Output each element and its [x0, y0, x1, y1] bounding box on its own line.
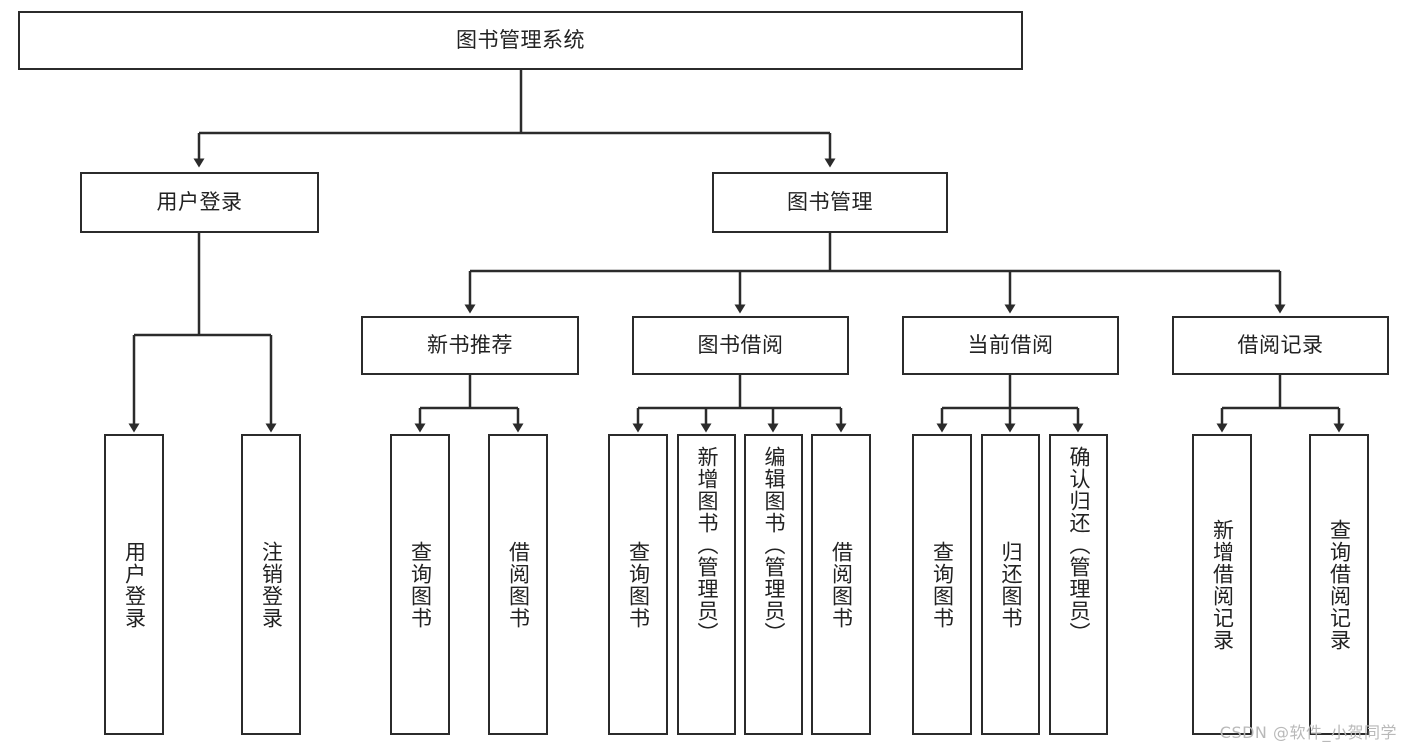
leaf-add-book-admin[interactable]: 新增图书（管理员）	[677, 434, 736, 735]
node-borrow-records-label: 借阅记录	[1237, 332, 1324, 357]
leaf-return-book[interactable]: 归还图书	[981, 434, 1040, 735]
node-borrow-records[interactable]: 借阅记录	[1172, 316, 1389, 375]
node-book-management-label: 图书管理	[787, 189, 873, 214]
node-user-login-label: 用户登录	[156, 189, 243, 214]
node-current-borrow-label: 当前借阅	[967, 332, 1054, 357]
leaf-borrow-book-label: 借阅图书	[829, 540, 854, 629]
node-current-borrow[interactable]: 当前借阅	[902, 316, 1119, 375]
leaf-logout[interactable]: 注销登录	[241, 434, 301, 735]
leaf-query-borrow-record-label: 查询借阅记录	[1327, 518, 1352, 651]
leaf-borrow-book[interactable]: 借阅图书	[811, 434, 871, 735]
csdn-watermark: CSDN @软件_小贺同学	[1219, 723, 1397, 742]
leaf-query-book-recommend-label: 查询图书	[408, 540, 433, 629]
node-user-login[interactable]: 用户登录	[80, 172, 319, 233]
node-new-book-recommend-label: 新书推荐	[427, 332, 513, 357]
node-book-management[interactable]: 图书管理	[712, 172, 948, 233]
leaf-user-login[interactable]: 用户登录	[104, 434, 164, 735]
leaf-confirm-return-admin[interactable]: 确认归还（管理员）	[1049, 434, 1108, 735]
leaf-query-book-borrow[interactable]: 查询图书	[608, 434, 668, 735]
leaf-return-book-label: 归还图书	[998, 540, 1023, 629]
leaf-confirm-return-admin-label: 确认归还（管理员）	[1066, 446, 1091, 644]
node-root-label: 图书管理系统	[456, 27, 585, 52]
node-book-borrow[interactable]: 图书借阅	[632, 316, 849, 375]
leaf-borrow-book-recommend[interactable]: 借阅图书	[488, 434, 548, 735]
leaf-query-borrow-record[interactable]: 查询借阅记录	[1309, 434, 1369, 735]
leaf-query-book-borrow-label: 查询图书	[626, 540, 651, 629]
leaf-query-book-recommend[interactable]: 查询图书	[390, 434, 450, 735]
leaf-edit-book-admin[interactable]: 编辑图书（管理员）	[744, 434, 803, 735]
node-new-book-recommend[interactable]: 新书推荐	[361, 316, 579, 375]
leaf-user-login-label: 用户登录	[122, 540, 147, 629]
leaf-add-borrow-record[interactable]: 新增借阅记录	[1192, 434, 1252, 735]
leaf-add-borrow-record-label: 新增借阅记录	[1210, 518, 1235, 651]
leaf-query-book-current[interactable]: 查询图书	[912, 434, 972, 735]
leaf-query-book-current-label: 查询图书	[930, 540, 955, 629]
leaf-edit-book-admin-label: 编辑图书（管理员）	[761, 446, 786, 644]
leaf-logout-label: 注销登录	[259, 540, 284, 629]
leaf-add-book-admin-label: 新增图书（管理员）	[694, 446, 719, 644]
node-book-borrow-label: 图书借阅	[697, 332, 784, 357]
leaf-borrow-book-recommend-label: 借阅图书	[506, 540, 531, 629]
node-root[interactable]: 图书管理系统	[18, 11, 1023, 70]
